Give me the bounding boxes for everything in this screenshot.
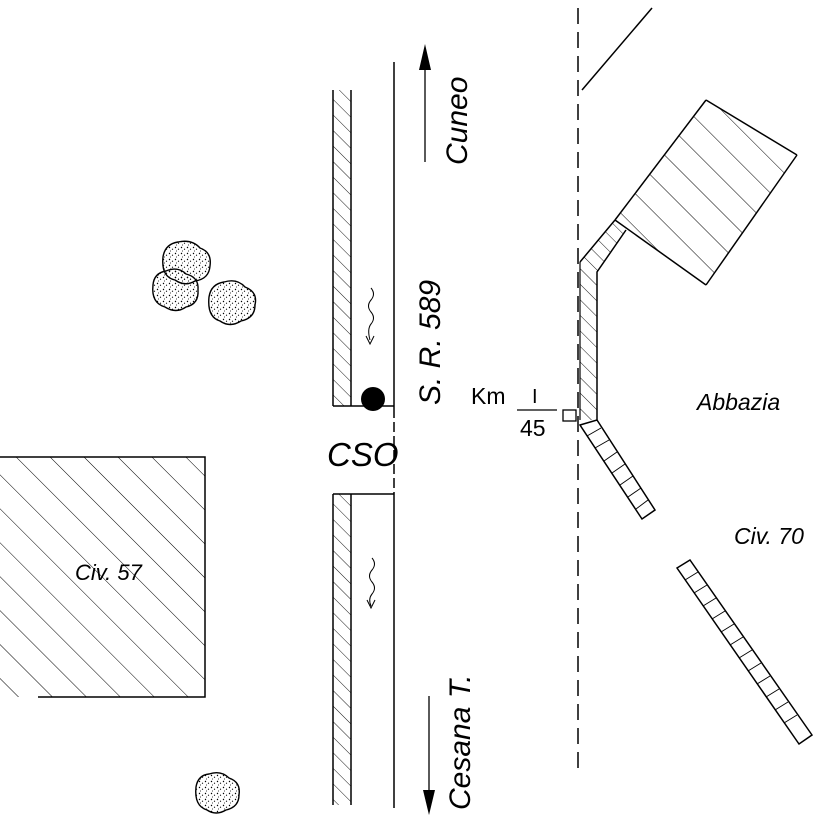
label-road: S. R. 589: [414, 280, 447, 405]
tree-group-icon: [152, 240, 257, 326]
tree-icon: [195, 771, 240, 814]
flow-arrow-icon: [365, 287, 375, 346]
label-civic-57: Civ. 57: [75, 560, 143, 585]
boundary-line: [581, 7, 653, 91]
road-left-edge: [332, 90, 394, 805]
label-civic-70: Civ. 70: [734, 523, 804, 549]
label-km-denominator: 45: [520, 415, 546, 441]
south-arrow-icon: [423, 696, 435, 815]
flow-arrow-icon: [366, 557, 376, 610]
north-arrow-icon: [419, 44, 431, 162]
km-marker-icon: [562, 409, 577, 422]
label-km-prefix: Km: [471, 383, 506, 409]
label-north-direction: Cuneo: [441, 77, 474, 165]
cso-marker-icon: [361, 387, 385, 411]
abbey-wall: [578, 99, 814, 746]
label-south-direction: Cesana T.: [444, 674, 477, 810]
building-civ-57: [0, 456, 206, 698]
label-abbey: Abbazia: [695, 389, 780, 415]
label-cso: CSO: [327, 436, 399, 473]
label-km-numerator: I: [532, 386, 538, 408]
